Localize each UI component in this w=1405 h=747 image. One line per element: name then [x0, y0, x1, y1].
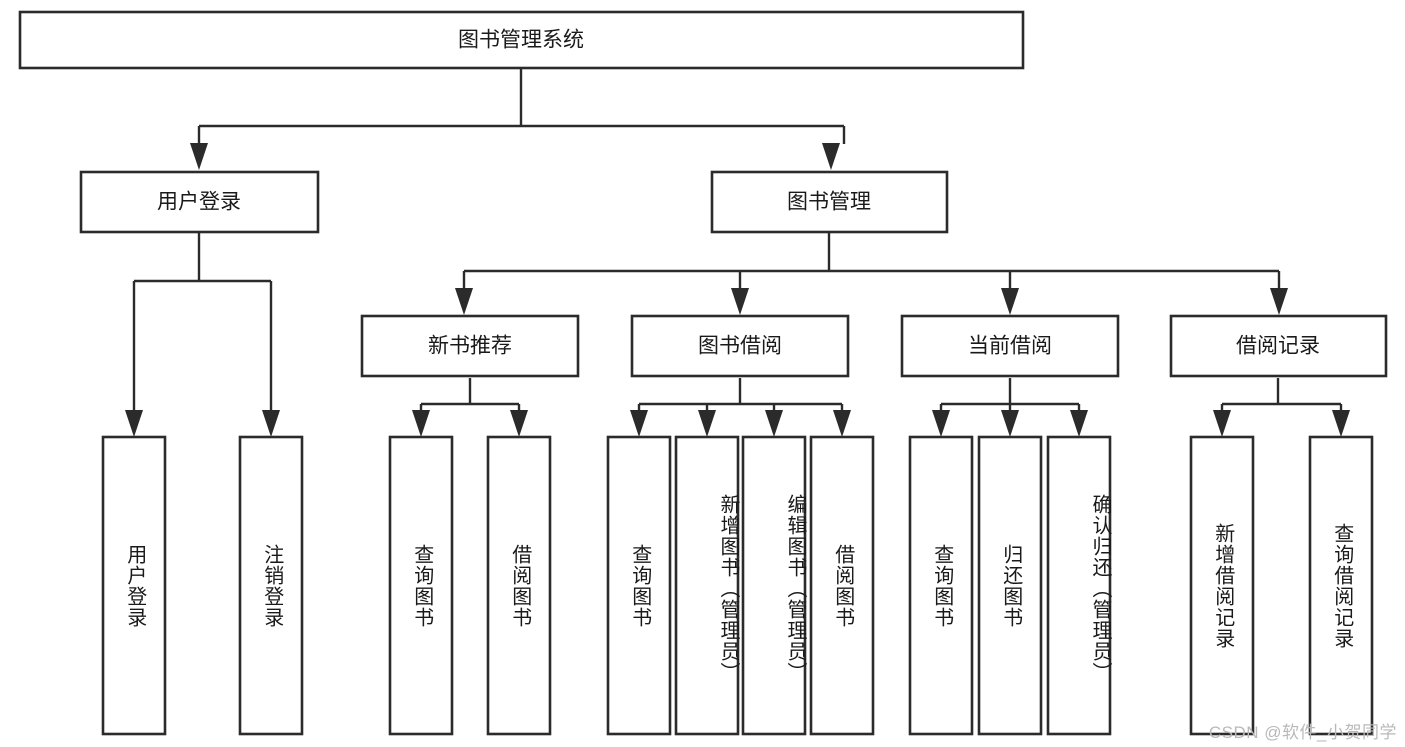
connector-root-to-level2 [190, 68, 846, 170]
node-user-login[interactable]: 用户登录 [79, 170, 320, 234]
leaf-box-query-book-c[interactable] [908, 435, 974, 736]
node-current-borrow[interactable]: 当前借阅 [900, 314, 1120, 378]
csdn-watermark: CSDN @软件_小贺同学 [1208, 723, 1397, 742]
leaf-box-return-book[interactable] [977, 435, 1043, 736]
leaf-box-add-book[interactable] [674, 435, 740, 736]
connector-userlogin-to-leaves [125, 232, 280, 437]
leaf-box-edit-book[interactable] [741, 435, 807, 736]
leaf-box-query-book-a[interactable] [388, 435, 454, 736]
node-new-book-recommend[interactable]: 新书推荐 [360, 314, 580, 378]
node-book-manage[interactable]: 图书管理 [710, 170, 949, 234]
node-book-manage-label: 图书管理 [787, 191, 871, 214]
connector-currentborrow-to-leaves [932, 378, 1088, 437]
node-new-book-recommend-label: 新书推荐 [428, 335, 512, 358]
leaf-box-confirm-return[interactable] [1046, 435, 1112, 736]
node-book-borrow-label: 图书借阅 [698, 335, 782, 358]
node-book-borrow[interactable]: 图书借阅 [630, 314, 850, 378]
connector-newbook-to-leaves [412, 378, 528, 437]
node-borrow-record[interactable]: 借阅记录 [1169, 314, 1388, 378]
node-user-login-label: 用户登录 [157, 191, 241, 214]
leaf-box-borrow-book-b[interactable] [809, 435, 875, 736]
node-borrow-record-label: 借阅记录 [1236, 335, 1320, 358]
leaf-box-query-book-b[interactable] [606, 435, 672, 736]
leaf-box-logout[interactable] [238, 435, 304, 736]
node-root-label: 图书管理系统 [458, 29, 584, 52]
node-current-borrow-label: 当前借阅 [968, 335, 1052, 358]
leaf-box-query-record[interactable] [1308, 435, 1374, 736]
leaf-boxes [101, 435, 1374, 736]
leaf-box-user-login[interactable] [101, 435, 167, 736]
node-root[interactable]: 图书管理系统 [18, 10, 1025, 70]
connector-bookborrow-to-leaves [630, 378, 851, 437]
leaf-box-borrow-book-a[interactable] [486, 435, 552, 736]
leaf-box-add-record[interactable] [1189, 435, 1255, 736]
connector-bookmanage-to-level3 [455, 232, 1288, 315]
connector-borrowrecord-to-leaves [1213, 378, 1350, 437]
